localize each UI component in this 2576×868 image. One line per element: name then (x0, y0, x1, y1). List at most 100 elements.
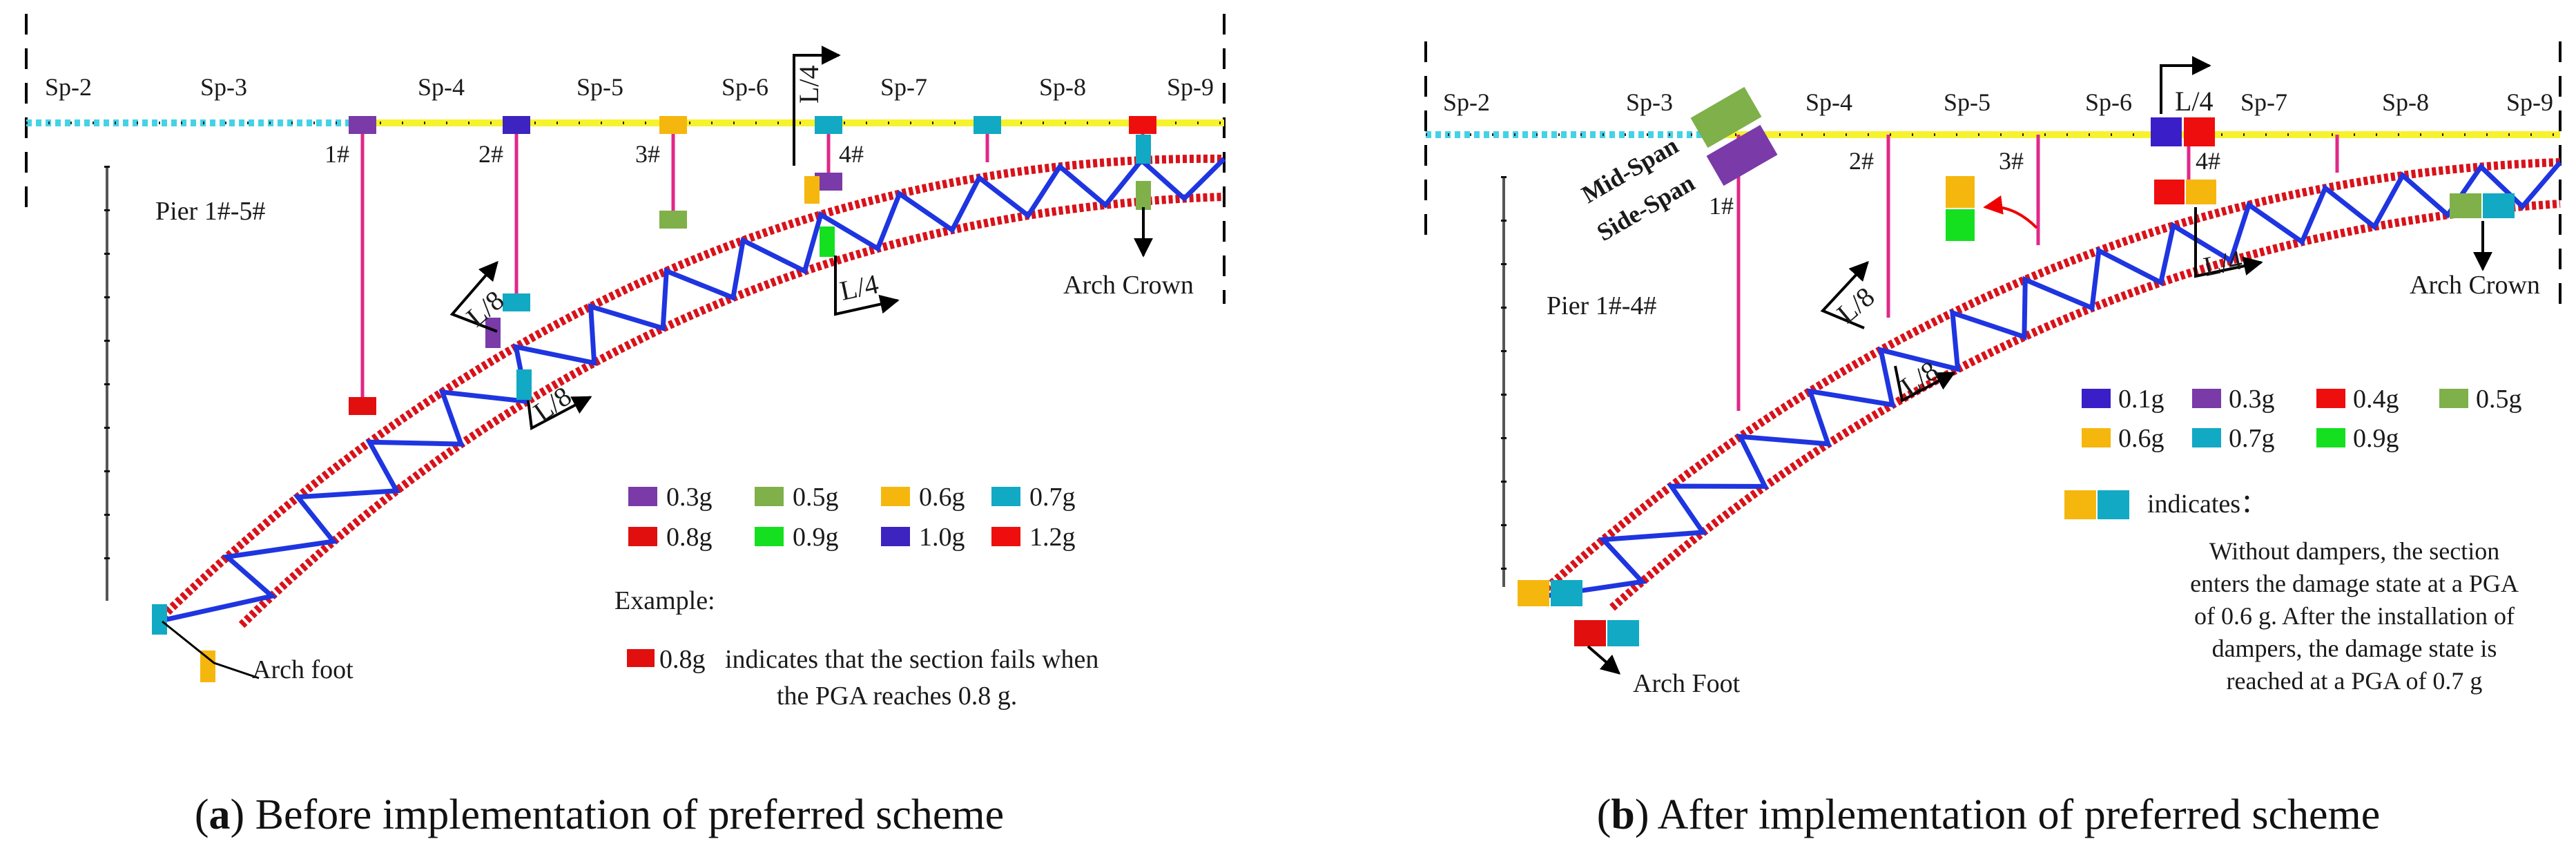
l8-marker-top: L/8 (1820, 260, 1880, 329)
svg-text:enters the damage state at a P: enters the damage state at a PGA (2190, 570, 2519, 597)
damage-marker (1518, 580, 1549, 606)
legend-label: 0.9g (793, 523, 839, 552)
damage-marker (2151, 117, 2182, 146)
damage-marker (349, 397, 376, 415)
damage-marker (659, 211, 687, 229)
l8-marker-top: L/8 (449, 260, 510, 333)
damage-marker (485, 318, 501, 348)
span-label: Sp-4 (418, 73, 465, 101)
damage-marker (659, 116, 687, 134)
pier-label: 3# (635, 140, 660, 168)
arch-b (1533, 158, 2562, 611)
svg-text:L/8: L/8 (527, 380, 577, 428)
svg-text:reached at a PGA of 0.7 g: reached at a PGA of 0.7 g (2227, 667, 2483, 695)
damage-marker (1129, 116, 1156, 134)
legend-swatch (755, 487, 784, 506)
legend-swatch (2316, 389, 2345, 408)
arch-foot-label: Arch foot (252, 655, 354, 684)
legend-swatch (2192, 428, 2221, 447)
legend-label: 0.4g (2353, 385, 2399, 414)
span-label: Sp-8 (2382, 88, 2429, 116)
legend-swatch (628, 487, 657, 506)
legend-label: 0.7g (1029, 483, 1076, 512)
span-label: Sp-5 (577, 73, 623, 101)
span-label: Sp-6 (722, 73, 768, 101)
legend-label: 0.8g (666, 523, 713, 552)
damage-marker (2186, 180, 2216, 204)
legend-label: 0.1g (2118, 385, 2165, 414)
legend-swatch (991, 487, 1020, 506)
l8-marker-bottom: L/8 (527, 380, 592, 431)
l4-marker-top: L/4 (2160, 56, 2214, 117)
legend-swatch (881, 487, 910, 506)
svg-text:L/8: L/8 (1831, 281, 1880, 329)
damage-marker (1136, 135, 1151, 164)
svg-text:L/8: L/8 (461, 284, 510, 333)
pier-label: 1# (325, 140, 349, 168)
damage-marker (2184, 117, 2215, 146)
span-label: Sp-2 (45, 73, 92, 101)
legend-swatch (991, 527, 1020, 546)
indicates-note: indicates： Without dampers, the section … (2064, 490, 2519, 695)
damage-marker (2154, 180, 2185, 204)
span-label: Sp-9 (1167, 73, 1214, 101)
pier-range-label: Pier 1#-5# (155, 197, 265, 226)
legend-label: 0.9g (2353, 424, 2399, 453)
l4-marker-bottom: L/4 (834, 255, 900, 316)
legend-b: 0.1g 0.3g 0.4g 0.5g 0.6g 0.7g 0.9g (2082, 385, 2522, 453)
pier-label: 2# (478, 140, 503, 168)
damage-marker (815, 116, 842, 134)
arch-crown-label: Arch Crown (2410, 271, 2540, 300)
span-label: Sp-3 (200, 73, 247, 101)
pier-label: 4# (2196, 147, 2220, 175)
svg-text:indicates that the section fai: indicates that the section fails when (725, 645, 1098, 674)
legend-label: 1.0g (919, 523, 965, 552)
damage-marker (1607, 620, 1639, 646)
legend-label: 0.3g (666, 483, 713, 512)
legend-swatch (2082, 428, 2111, 447)
damage-marker (503, 116, 530, 134)
span-label: Sp-7 (880, 73, 927, 101)
damage-marker (820, 226, 835, 257)
legend-swatch (2316, 428, 2345, 447)
span-label: Sp-4 (1805, 88, 1852, 116)
svg-text:L/4: L/4 (837, 268, 882, 307)
l4-marker-top: L/4 (793, 46, 841, 166)
span-position-callout: Mid-Span Side-Span (1577, 86, 1778, 247)
legend-swatch (881, 527, 910, 546)
svg-text:0.8g: 0.8g (659, 645, 706, 674)
damage-marker (1574, 620, 1606, 646)
svg-text:L/4: L/4 (2201, 244, 2245, 282)
arch-crown-label: Arch Crown (1063, 271, 1194, 300)
span-label: Sp-8 (1039, 73, 1086, 101)
panel-a: Sp-2 Sp-3 Sp-4 Sp-5 Sp-6 Sp-7 Sp-8 Sp-9 … (25, 14, 1226, 838)
damage-marker (2483, 193, 2515, 218)
arch-a (154, 154, 1226, 628)
pier-label: 2# (1849, 147, 1874, 175)
svg-text:the PGA reaches 0.8 g.: the PGA reaches 0.8 g. (777, 682, 1017, 711)
svg-text:L/4: L/4 (793, 65, 824, 104)
damage-marker (1946, 209, 1975, 241)
damage-marker (1551, 580, 1582, 606)
damage-marker (2450, 193, 2481, 218)
damage-marker (200, 650, 215, 682)
svg-text:of 0.6 g. After the installati: of 0.6 g. After the installation of (2194, 602, 2515, 630)
legend-swatch (2192, 389, 2221, 408)
caption-b: (b) After implementation of preferred sc… (1597, 791, 2381, 838)
legend-swatch (2082, 389, 2111, 408)
legend-label: 0.3g (2229, 385, 2275, 414)
svg-text:indicates：: indicates： (2147, 490, 2267, 519)
legend-label: 0.7g (2229, 424, 2275, 453)
damage-marker (804, 176, 820, 204)
damage-marker (152, 604, 167, 635)
legend-label: 0.5g (793, 483, 839, 512)
damage-marker (1136, 181, 1151, 210)
damage-marker (1946, 176, 1975, 208)
pier-range-label: Pier 1#-4# (1547, 291, 1656, 320)
legend-swatch (2439, 389, 2468, 408)
span-label: Sp-5 (1944, 88, 1991, 116)
example-note: Example: 0.8g indicates that the section… (614, 586, 1098, 711)
pier-label: 4# (839, 140, 864, 168)
legend-label: 1.2g (1029, 523, 1076, 552)
legend-swatch (755, 527, 784, 546)
